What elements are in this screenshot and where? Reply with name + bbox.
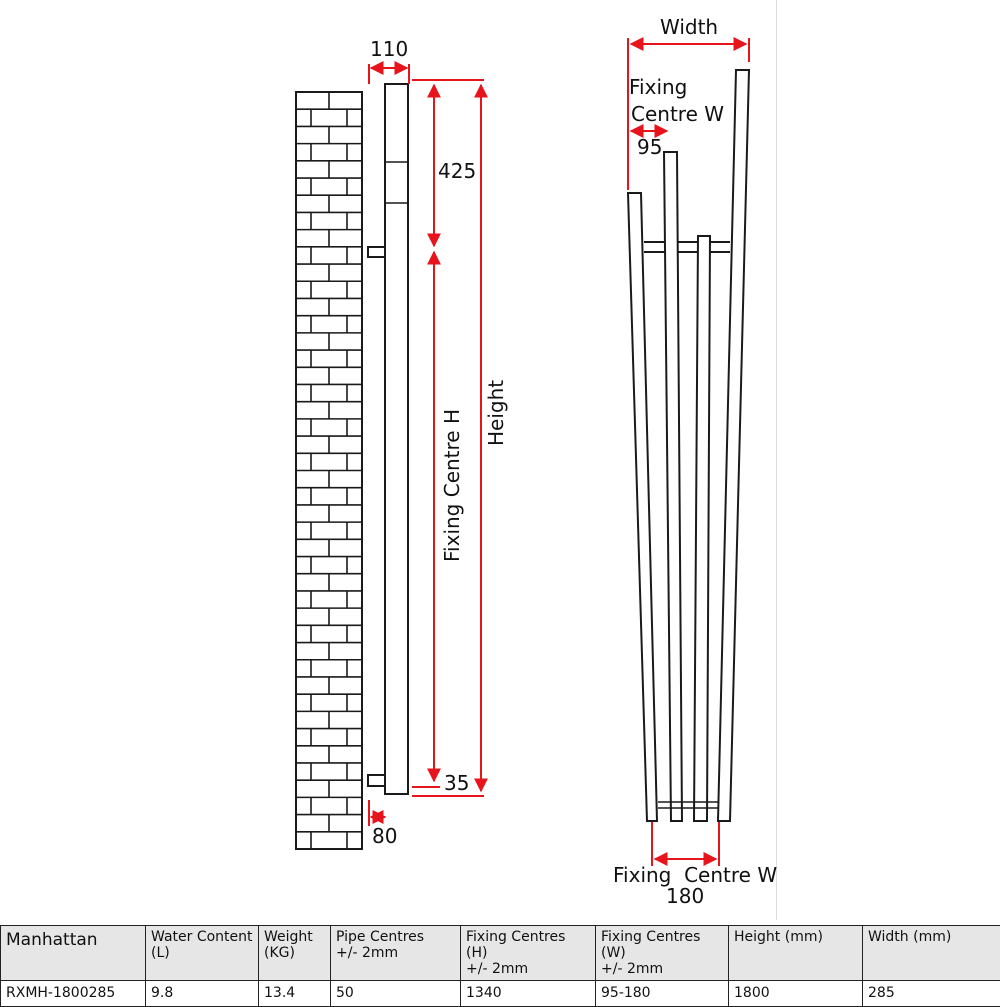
fixing-centre-w-min-label: 95	[637, 135, 662, 159]
radiator-front-view	[628, 70, 749, 821]
column-header-text: Fixing Centres (H)	[466, 929, 565, 961]
column-header-text: Manhattan	[6, 930, 98, 950]
column-header: Pipe Centres+/- 2mm	[331, 926, 461, 981]
brick-wall	[296, 92, 362, 849]
column-header-text: +/- 2mm	[601, 961, 663, 977]
width-label: Width	[660, 15, 718, 39]
column-header-text: (L)	[151, 945, 170, 961]
top-to-fixing-label: 425	[438, 159, 476, 183]
column-header-text: Height (mm)	[734, 929, 823, 945]
column-header: Fixing Centres (W)+/- 2mm	[596, 926, 729, 981]
fixing-centre-w-top-line1: Fixing	[629, 75, 687, 99]
table-cell: RXMH-1800285	[1, 981, 146, 1007]
column-header: Weight(KG)	[259, 926, 331, 981]
column-header-text: Weight	[264, 929, 313, 945]
table-cell: 95-180	[596, 981, 729, 1007]
column-header: Fixing Centres (H)+/- 2mm	[461, 926, 596, 981]
column-header: Water Content(L)	[146, 926, 259, 981]
depth-label: 110	[370, 37, 408, 61]
column-header: Width (mm)	[863, 926, 1000, 981]
table-cell: 50	[331, 981, 461, 1007]
table-cell: 1800	[729, 981, 863, 1007]
bottom-bracket	[368, 775, 385, 786]
table-cell: 13.4	[259, 981, 331, 1007]
column-header-text: Fixing Centres (W)	[601, 929, 700, 961]
table-cell: 1340	[461, 981, 596, 1007]
table-cell: 9.8	[146, 981, 259, 1007]
radiator-diagram: 110 425 Fixing Centre H Height 35 80	[0, 0, 1000, 920]
column-header-text: (KG)	[264, 945, 295, 961]
table-cell: 285	[863, 981, 1000, 1007]
column-header-text: +/- 2mm	[336, 945, 398, 961]
top-bracket	[368, 247, 385, 257]
column-header-text: Pipe Centres	[336, 929, 424, 945]
fixing-centre-w-max-label: 180	[666, 884, 704, 908]
column-header: Height (mm)	[729, 926, 863, 981]
fixing-centre-w-top-line2: Centre W	[631, 102, 724, 126]
bottom-offset-label: 35	[444, 771, 469, 795]
radiator-side-view	[368, 84, 408, 794]
column-header-text: Width (mm)	[868, 929, 951, 945]
height-label: Height	[484, 380, 508, 446]
wall-offset-label: 80	[372, 824, 397, 848]
fixing-centre-h-label: Fixing Centre H	[440, 409, 464, 562]
column-header-text: Water Content	[151, 929, 253, 945]
column-header-text: +/- 2mm	[466, 961, 528, 977]
table-title-cell: Manhattan	[1, 926, 146, 981]
